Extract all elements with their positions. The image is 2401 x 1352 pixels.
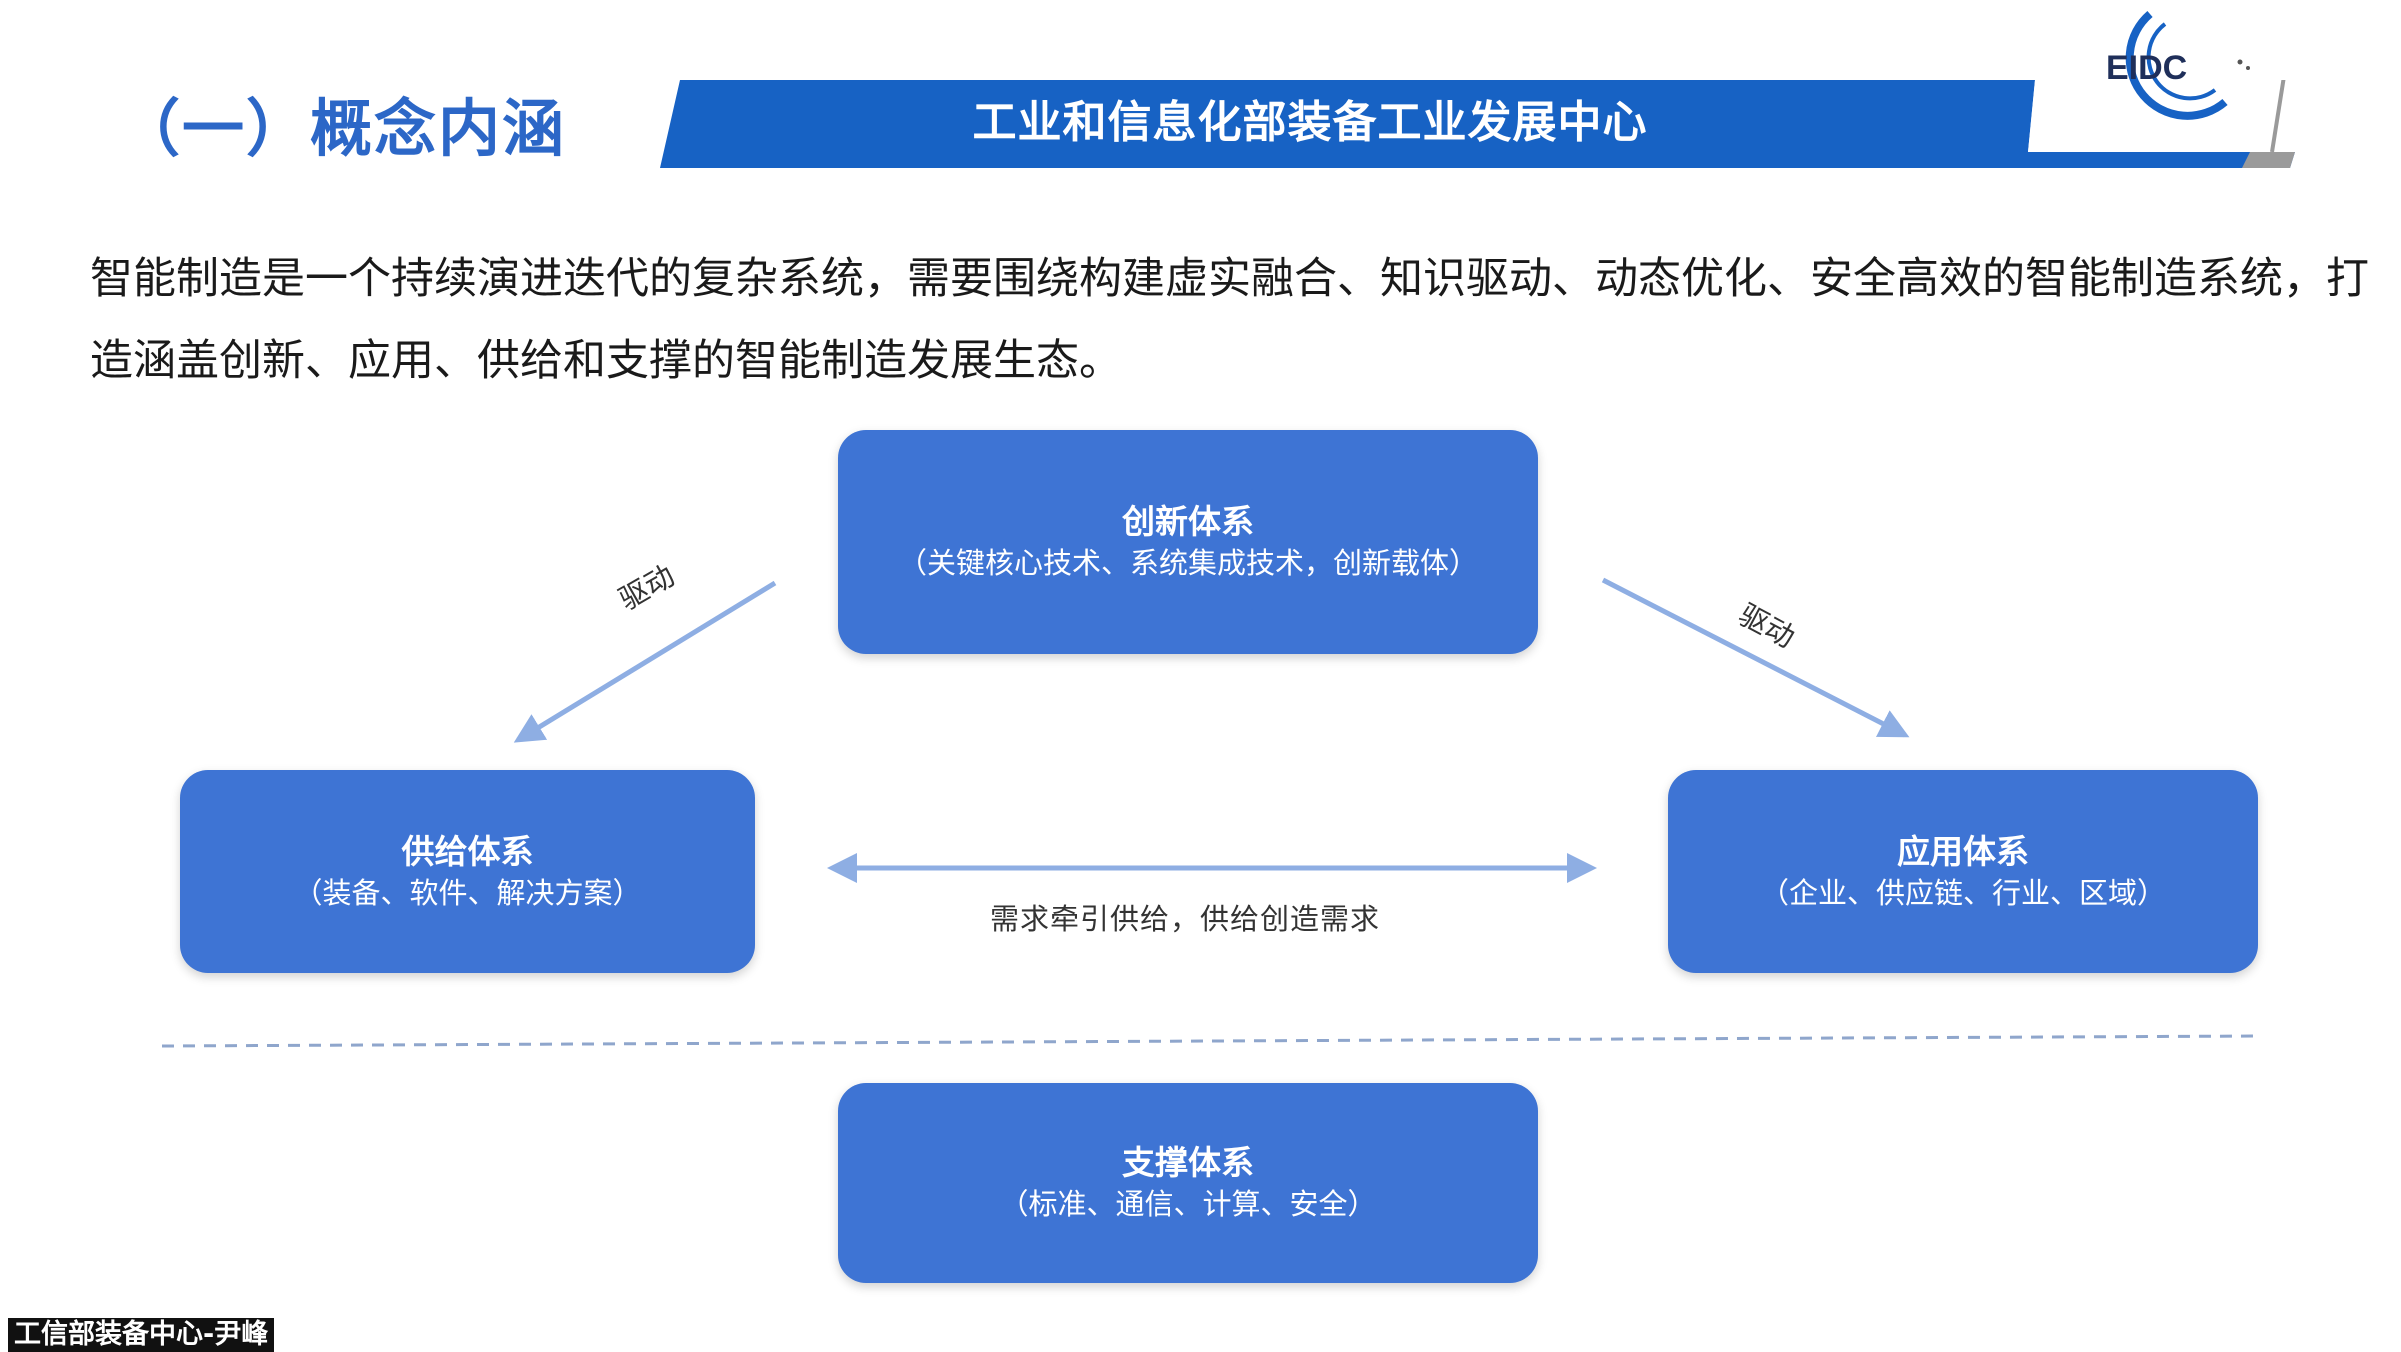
- innovation-system-subtitle: （关键核心技术、系统集成技术，创新载体）: [897, 546, 1478, 580]
- eidc-logo: EIDC: [2106, 10, 2250, 120]
- banner-title: 工业和信息化部装备工业发展中心: [972, 97, 1648, 148]
- innovation-system-title: 创新体系: [1122, 502, 1254, 541]
- innovation-system-box: 创新体系 （关键核心技术、系统集成技术，创新载体）: [838, 430, 1538, 654]
- drive-arrow-right: [1601, 577, 1910, 738]
- section-title: （一）概念内涵: [118, 92, 567, 165]
- supply-system-title: 供给体系: [401, 831, 534, 871]
- support-system-box: 支撑体系 （标准、通信、计算、安全）: [838, 1083, 1538, 1283]
- support-system-subtitle: （标准、通信、计算、安全）: [999, 1187, 1377, 1221]
- mutual-relation-label: 需求牵引供给，供给创造需求: [990, 902, 1381, 936]
- speaker-watermark: 工信部装备中心-尹峰: [8, 1318, 275, 1352]
- logo-text: EIDC: [2106, 49, 2187, 87]
- header-banner: [660, 80, 2295, 168]
- application-system-subtitle: （企业、供应链、行业、区域）: [1759, 875, 2166, 910]
- support-system-title: 支撑体系: [1122, 1143, 1254, 1182]
- intro-paragraph: 智能制造是一个持续演进迭代的复杂系统，需要围绕构建虚实融合、知识驱动、动态优化、…: [90, 254, 2369, 386]
- divider-dashed-line: [161, 1034, 2261, 1048]
- application-system-title: 应用体系: [1897, 831, 2029, 871]
- supply-system-subtitle: （装备、软件、解决方案）: [293, 875, 642, 910]
- supply-system-box: 供给体系 （装备、软件、解决方案）: [180, 770, 755, 973]
- application-system-box: 应用体系 （企业、供应链、行业、区域）: [1668, 770, 2258, 973]
- drive-arrow-left: [513, 580, 777, 743]
